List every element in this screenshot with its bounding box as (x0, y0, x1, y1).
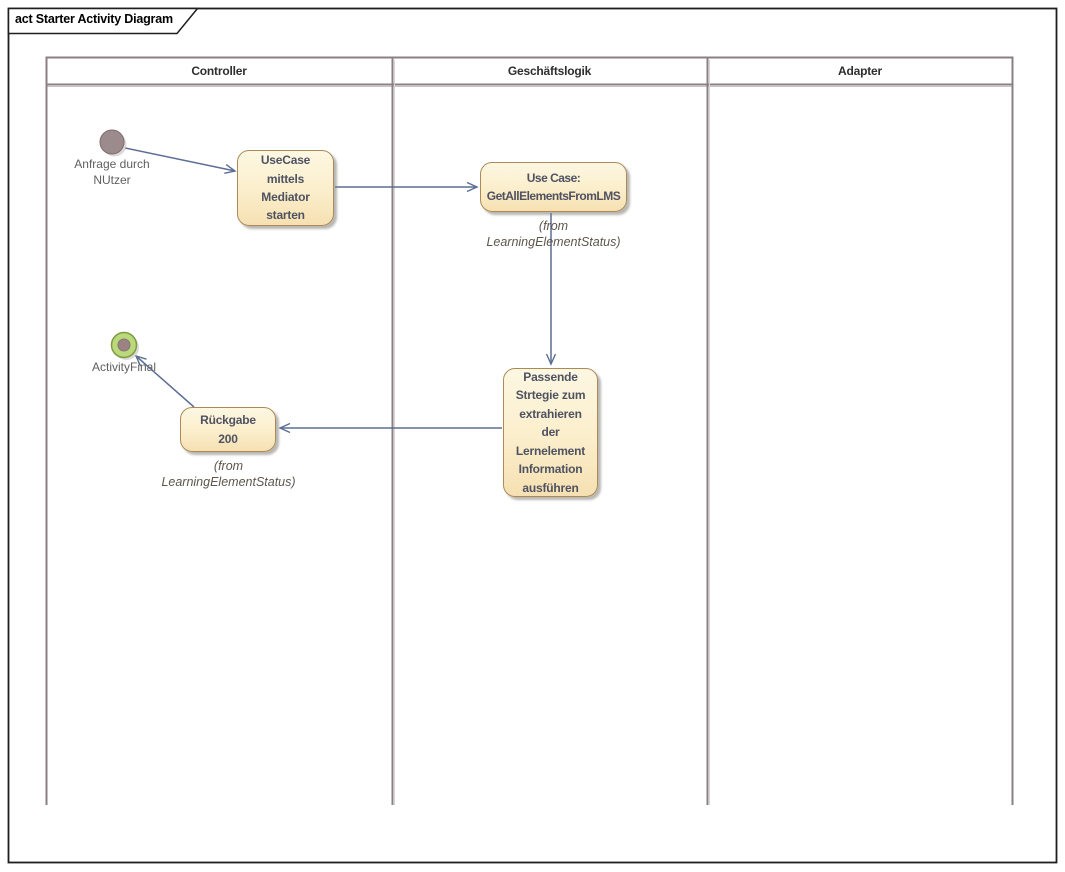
final-node-inner (117, 338, 131, 352)
getall-from-note: (from LearningElementStatus) (486, 219, 621, 249)
initial-node[interactable] (99, 129, 125, 155)
frame-title: act Starter Activity Diagram (15, 12, 173, 26)
activity-strategy[interactable]: Passende Strtegie zum extrahieren der Le… (503, 368, 598, 497)
final-node-outer[interactable] (110, 331, 138, 359)
activity-rueckgabe-200[interactable]: Rückgabe 200 (180, 407, 276, 452)
final-node-label: ActivityFinal (91, 360, 156, 374)
initial-node-shadow (102, 132, 127, 157)
rueckgabe-from-note: (from LearningElementStatus) (161, 459, 296, 489)
swimlane-header-adapter[interactable]: Adapter (838, 63, 882, 78)
swimlane-header-geschaeftslogik[interactable]: Geschäftslogik (507, 63, 592, 78)
final-node-shadow (114, 335, 139, 360)
activity-get-all-elements[interactable]: Use Case: GetAllElementsFromLMS (480, 162, 627, 212)
activity-start-usecase[interactable]: UseCase mittels Mediator starten (237, 150, 334, 226)
swimlane-header-controller[interactable]: Controller (191, 63, 247, 78)
initial-node-label: Anfrage durch NUtzer (74, 157, 150, 187)
